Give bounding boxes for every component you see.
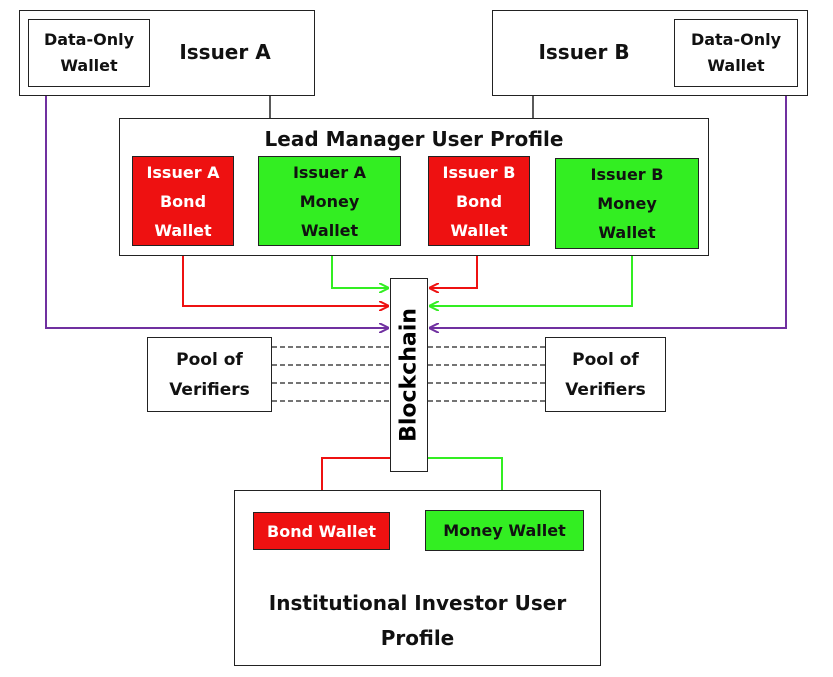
data-wallet-a-arrow [45,87,388,328]
issuer-a-data-wallet [28,19,150,87]
issuer-a-title: Issuer A [179,40,271,64]
issuer-b-title: Issuer B [538,40,630,64]
issuer-a-bond-arrow [182,246,388,306]
issuer-a-money-arrow [331,246,388,288]
verifiers-right-label: Pool of Verifiers [565,349,646,400]
lead-manager-title: Lead Manager User Profile [264,127,564,151]
issuer-a-data-wallet-label: Data-Only Wallet [43,30,135,75]
verifiers-left-label: Pool of Verifiers [169,349,250,400]
blockchain-label: Blockchain [396,308,422,442]
verifiers-left-box [147,337,272,412]
investor-title: Institutional Investor User Profile [268,591,567,650]
issuer-b-data-wallet-label: Data-Only Wallet [690,30,782,75]
issuer-b-money-wallet: Issuer B Money Wallet [555,158,699,249]
issuer-a-bond-wallet: Issuer A Bond Wallet [132,156,234,246]
verifiers-right-box [545,337,666,412]
verifier-links-left [272,346,390,402]
issuer-b-data-wallet [674,19,798,87]
blockchain-box: Blockchain [390,278,428,472]
issuer-a-money-wallet: Issuer A Money Wallet [258,156,401,246]
investor-money-wallet: Money Wallet [425,510,584,551]
data-wallet-b-arrow [430,87,787,328]
investor-bond-wallet: Bond Wallet [253,512,390,550]
issuer-b-money-arrow [430,250,633,306]
issuer-b-bond-wallet: Issuer B Bond Wallet [428,156,530,246]
verifier-links-right [428,346,545,402]
issuer-b-bond-arrow [430,246,478,288]
